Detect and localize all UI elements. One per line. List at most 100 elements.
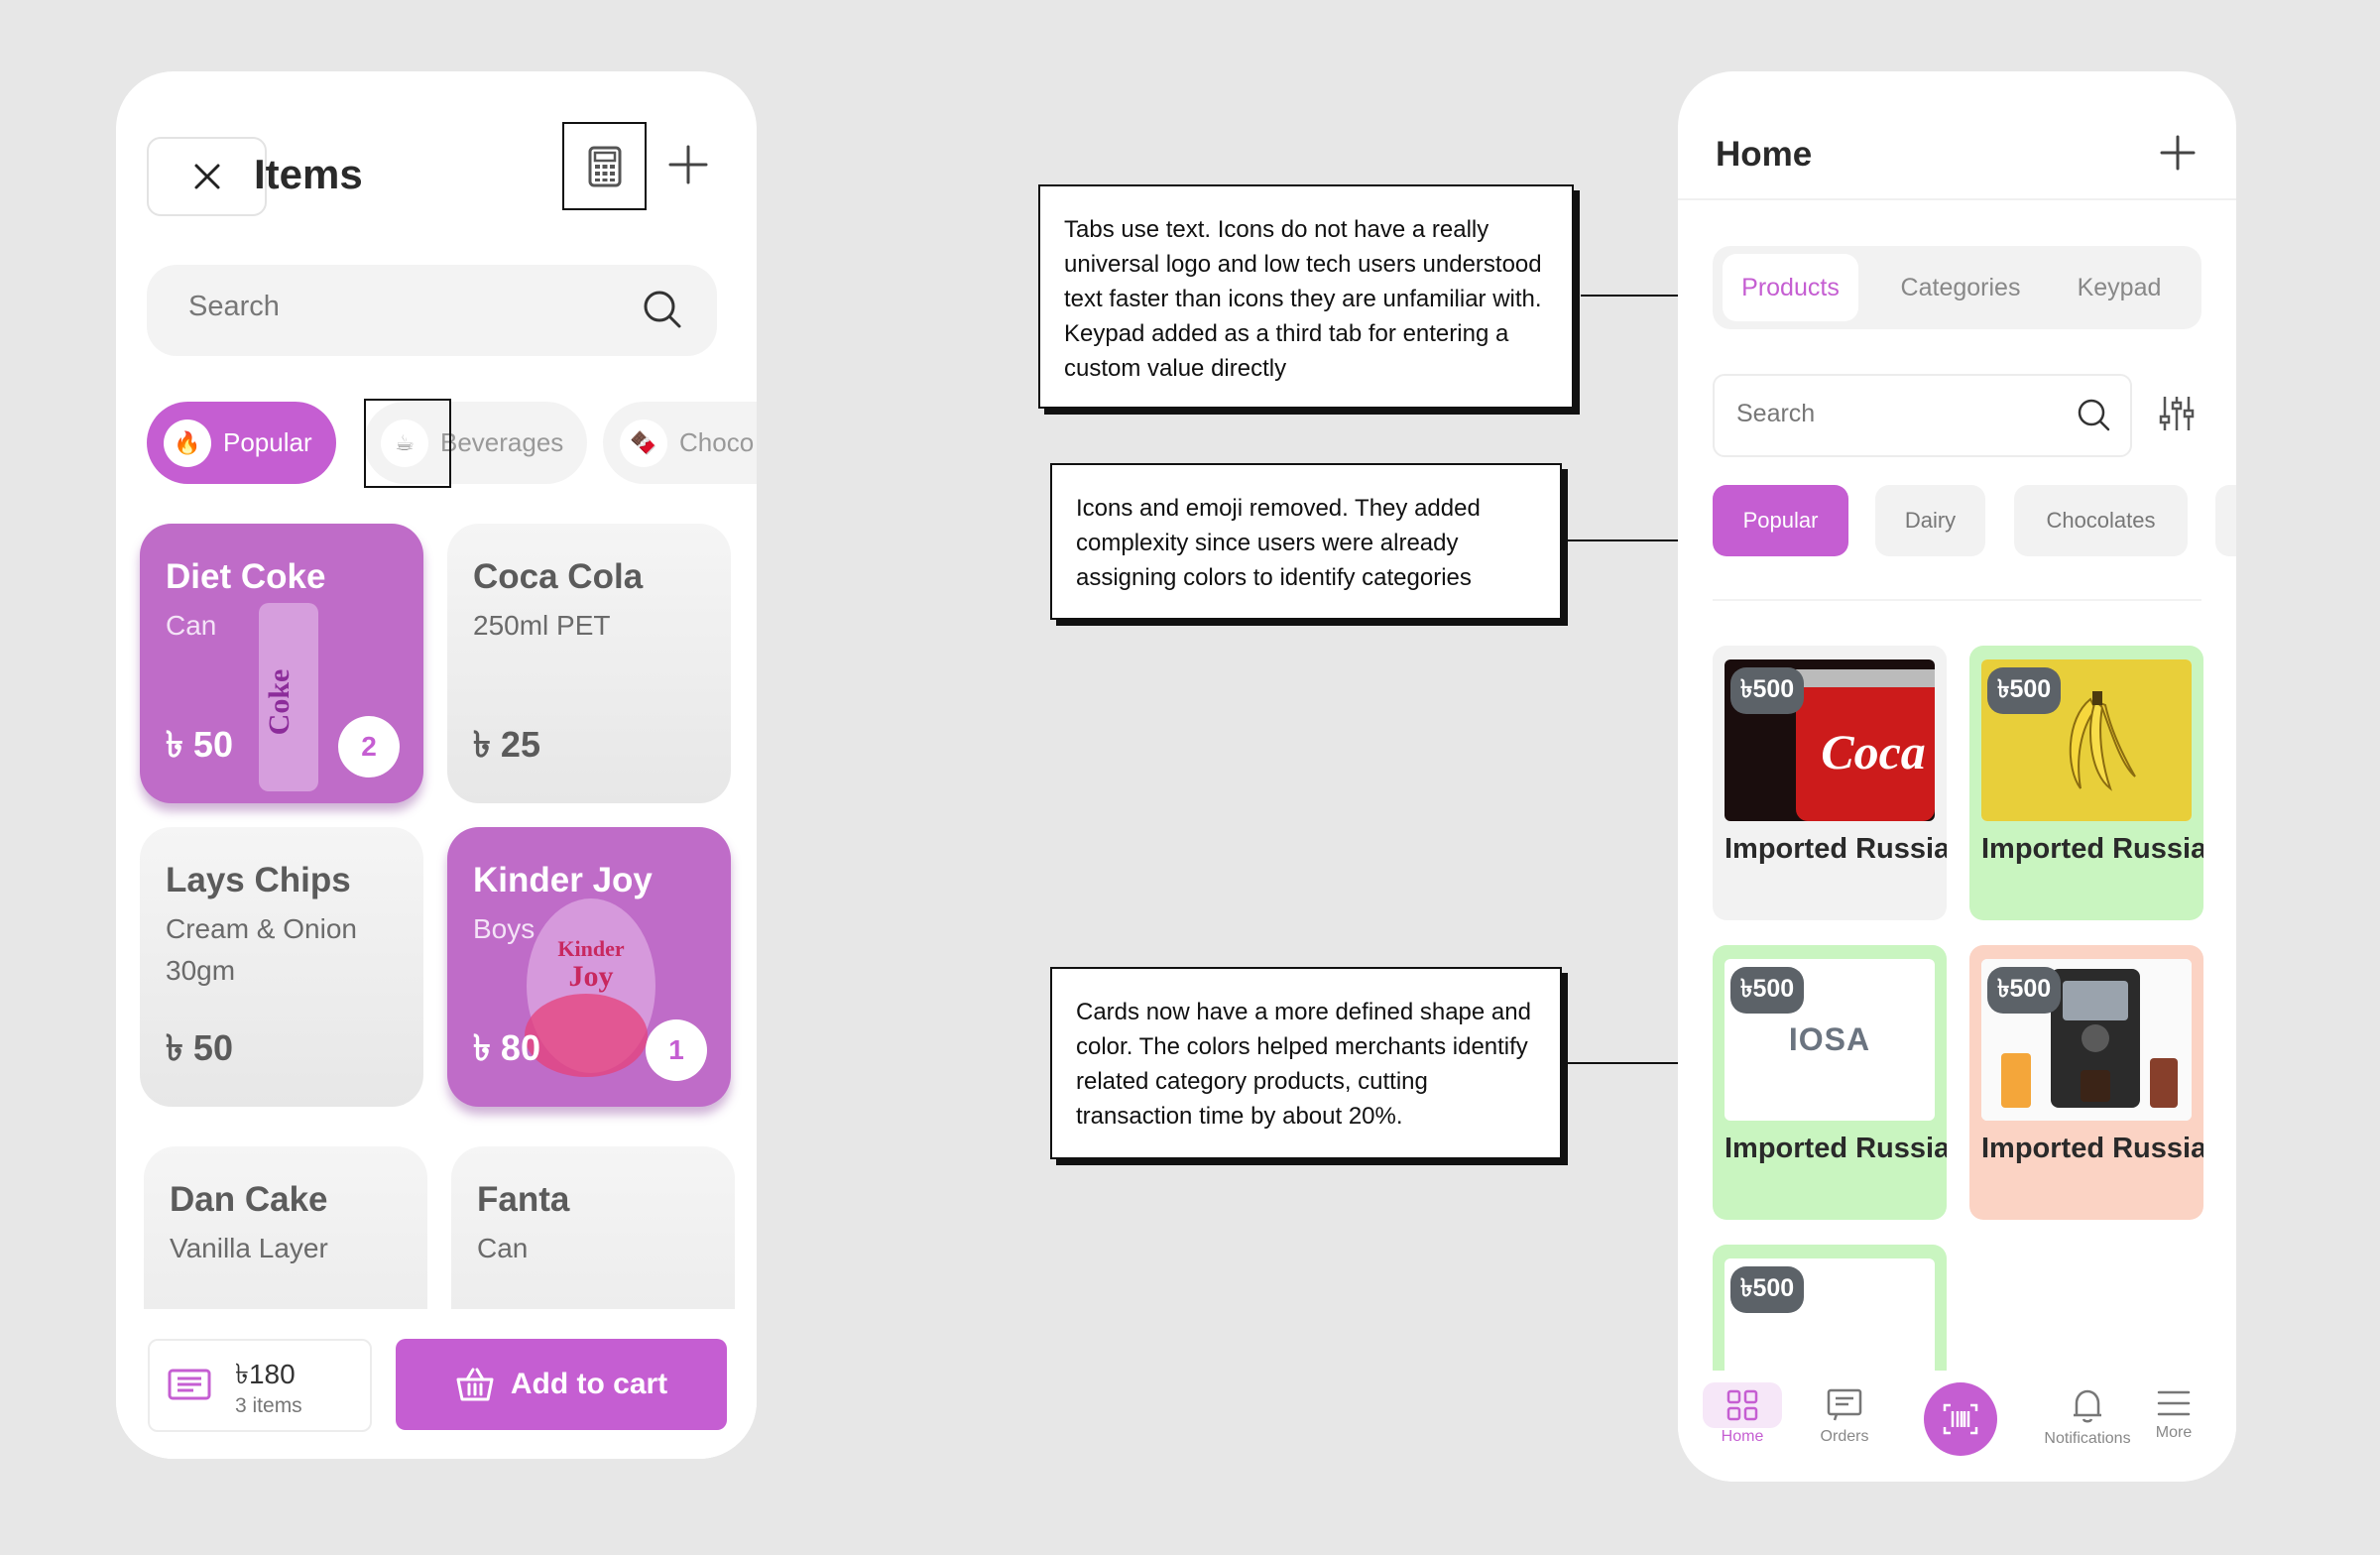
pill-chocolates[interactable]: Chocolates — [2014, 485, 2188, 556]
product-title: Imported Russian Diet C... — [1725, 833, 1947, 865]
add-button[interactable] — [2160, 135, 2196, 171]
price-tag: ৳500 — [1730, 967, 1805, 1014]
product-card[interactable]: ৳500 Imported Russian Diet C... — [1969, 646, 2203, 920]
item-price: ৳ 25 — [473, 724, 540, 765]
annotation-text: Cards now have a more defined shape and … — [1076, 999, 1531, 1130]
nav-label: Notifications — [2044, 1430, 2131, 1447]
calculator-button[interactable] — [562, 122, 647, 210]
orders-icon — [1827, 1388, 1862, 1421]
chip-label: Choco — [679, 427, 755, 457]
tab-bar: Products Categories Keypad — [1713, 246, 2202, 329]
item-sub: Can — [477, 1233, 529, 1263]
price-tag: ৳500 — [1987, 967, 2062, 1014]
annotation-text: Icons and emoji removed. They added comp… — [1076, 495, 1481, 591]
product-card[interactable]: ৳500 Imported Russian Diet C... — [1969, 945, 2203, 1220]
quantity-badge: 1 — [646, 1019, 707, 1081]
scan-button[interactable] — [1924, 1382, 1997, 1456]
annotation-tabs: Tabs use text. Icons do not have a reall… — [1038, 184, 1574, 409]
receipt-icon — [168, 1369, 211, 1400]
item-name: Fanta — [477, 1180, 570, 1219]
product-card[interactable]: IOSA ৳500 Imported Russian Diet C... — [1713, 945, 1947, 1220]
chip-chocolates[interactable]: 🍫 Choco — [603, 402, 757, 484]
nav-more[interactable]: More — [2124, 1388, 2223, 1442]
item-name: Coca Cola — [473, 557, 644, 596]
pill-dairy[interactable]: Dairy — [1875, 485, 1985, 556]
pill-popular[interactable]: Popular — [1713, 485, 1848, 556]
barcode-icon — [1943, 1403, 1978, 1435]
pill-more[interactable] — [2215, 485, 2236, 556]
diet-coke-can-image: Coke — [259, 603, 318, 791]
add-item-button[interactable] — [667, 144, 709, 185]
add-to-cart-label: Add to cart — [510, 1368, 668, 1400]
svg-text:Kinder: Kinder — [557, 936, 624, 961]
sliders-icon — [2159, 397, 2195, 430]
menu-icon — [2157, 1390, 2191, 1416]
price-tag: ৳500 — [1730, 1266, 1805, 1313]
item-card-kinder-joy[interactable]: Kinder Joy Kinder Joy Boys ৳ 80 1 — [447, 827, 731, 1107]
brand-logo-text: IOSA — [1788, 1021, 1871, 1057]
price-tag: ৳500 — [1730, 667, 1805, 714]
home-screen: Home Products Categories Keypad Search P… — [1678, 71, 2236, 1482]
tab-products[interactable]: Products — [1723, 254, 1858, 321]
product-title: Imported Russian Diet C... — [1981, 1133, 2203, 1164]
search-placeholder: Search — [188, 291, 280, 322]
product-image: Coca — [1725, 659, 1935, 821]
svg-text:Coca: Coca — [1821, 724, 1926, 779]
product-card[interactable]: ৳500 — [1713, 1245, 1947, 1383]
price-tag: ৳500 — [1987, 667, 2062, 714]
bell-icon — [2074, 1389, 2101, 1423]
chocolate-icon: 🍫 — [620, 419, 667, 467]
highlight-box — [364, 399, 451, 488]
item-card-lays-chips[interactable]: Lays Chips Cream & Onion 30gm ৳ 50 — [140, 827, 423, 1107]
page-title: Items — [254, 151, 363, 197]
item-price: ৳ 80 — [473, 1027, 540, 1068]
product-title: Imported Russian Diet C... — [1981, 833, 2203, 865]
active-nav-indicator — [1703, 1382, 1782, 1428]
item-card-coca-cola[interactable]: Coca Cola 250ml PET ৳ 25 — [447, 524, 731, 803]
product-card[interactable]: Coca ৳500 Imported Russian Diet C... — [1713, 646, 1947, 920]
nav-notifications[interactable]: Notifications — [2022, 1388, 2153, 1448]
annotation-icons: Icons and emoji removed. They added comp… — [1050, 463, 1562, 620]
tab-categories[interactable]: Categories — [1900, 273, 2021, 301]
item-sub: Cream & Onion 30gm — [166, 913, 357, 986]
nav-label: Home — [1721, 1428, 1764, 1445]
page-title: Home — [1716, 135, 1813, 174]
item-name: Dan Cake — [170, 1180, 328, 1219]
kinder-joy-image: Kinder Joy — [525, 898, 655, 1077]
search-placeholder: Search — [1736, 400, 1816, 427]
calculator-icon — [588, 146, 621, 186]
chip-beverages[interactable]: ☕ Beverages — [364, 402, 587, 484]
product-image — [1981, 659, 2192, 821]
coffee-icon: ☕ — [381, 419, 428, 467]
svg-text:Coke: Coke — [263, 669, 296, 736]
item-sub: Vanilla Layer — [170, 1233, 328, 1263]
nav-home[interactable]: Home — [1693, 1388, 1792, 1446]
tab-keypad[interactable]: Keypad — [2077, 273, 2162, 301]
filter-button[interactable] — [2158, 395, 2196, 432]
item-name: Lays Chips — [166, 861, 351, 899]
item-sub: Boys — [473, 913, 536, 944]
item-card-diet-coke[interactable]: Coke Diet Coke Can ৳ 50 2 — [140, 524, 423, 803]
grid-icon — [1726, 1389, 1758, 1421]
nav-label: Orders — [1820, 1428, 1869, 1445]
chip-popular[interactable]: 🔥 Popular — [147, 402, 336, 484]
nav-orders[interactable]: Orders — [1795, 1388, 1894, 1446]
item-name: Kinder Joy — [473, 861, 653, 899]
item-sub: Can — [166, 610, 217, 641]
search-input[interactable]: Search — [147, 265, 717, 356]
close-button[interactable] — [147, 137, 267, 216]
plus-icon — [2160, 135, 2196, 171]
cart-total: ৳180 — [235, 1359, 296, 1389]
close-icon — [194, 164, 219, 189]
item-price: ৳ 50 — [166, 1027, 233, 1068]
divider — [1713, 599, 2202, 601]
fire-icon: 🔥 — [164, 419, 211, 467]
item-name: Diet Coke — [166, 557, 326, 596]
add-to-cart-button[interactable]: Add to cart — [396, 1339, 727, 1430]
search-input[interactable]: Search — [1713, 374, 2132, 457]
cart-summary[interactable]: ৳180 3 items — [148, 1339, 372, 1432]
search-icon — [644, 291, 681, 328]
annotation-text: Tabs use text. Icons do not have a reall… — [1064, 216, 1542, 382]
chip-label: Popular — [223, 427, 312, 457]
quantity-badge: 2 — [338, 716, 400, 778]
